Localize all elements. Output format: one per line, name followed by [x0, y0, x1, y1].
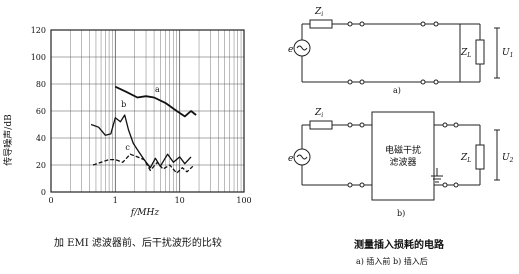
- terminal: [420, 21, 426, 27]
- noise-chart: 0 20 40 60 80 100 120 0 1 10 100 a b c 传导噪声/dB f/MH…: [2, 26, 252, 218]
- left-figure-caption: 加 EMI 滤波器前、后干扰波形的比较: [54, 238, 222, 249]
- series-labels: a b c: [121, 85, 160, 152]
- terminal: [347, 79, 353, 85]
- terminal: [420, 79, 426, 85]
- x-tick-labels: 0 1 10 100: [48, 196, 251, 205]
- circuit-before-insertion: [293, 19, 500, 85]
- y-tick-labels: 0 20 40 60 80 100 120: [31, 26, 46, 197]
- y-tick-label: 40: [36, 134, 46, 143]
- terminal: [347, 21, 353, 27]
- terminal: [347, 182, 353, 188]
- series-label-b: b: [121, 100, 126, 109]
- terminal: [442, 182, 448, 188]
- filter-label-line1: 电磁干扰: [385, 144, 421, 156]
- voltage-label-b: U2: [502, 153, 514, 164]
- voltage-label-a: U1: [502, 48, 513, 59]
- right-figure-subcaption: a) 插入前 b) 插入后: [356, 257, 428, 266]
- impedance-label-b: Zi: [314, 108, 323, 119]
- chart-grid: [51, 29, 244, 193]
- load-label-b: ZL: [460, 153, 471, 164]
- source-impedance-resistor: [309, 120, 333, 130]
- terminal: [359, 182, 365, 188]
- terminal: [359, 79, 365, 85]
- x-tick-label: 0: [48, 196, 53, 205]
- load-label-a: ZL: [460, 48, 471, 59]
- load-resistor: [475, 144, 485, 170]
- y-tick-label: 20: [36, 161, 46, 170]
- filter-label-line2: 滤波器: [389, 156, 416, 168]
- terminal: [359, 122, 365, 128]
- emi-filter-box: [371, 111, 435, 201]
- terminal: [453, 122, 459, 128]
- y-tick-label: 0: [41, 188, 46, 197]
- terminal: [442, 122, 448, 128]
- circuit-after-insertion: [293, 111, 500, 201]
- x-tick-label: 1: [113, 196, 118, 205]
- terminal: [359, 21, 365, 27]
- y-tick-label: 120: [31, 26, 46, 35]
- y-tick-label: 100: [31, 53, 46, 62]
- circuit-a-label: a): [393, 86, 401, 95]
- source-label-b: e: [288, 154, 293, 164]
- y-axis-label: 传导噪声/dB: [2, 114, 14, 166]
- right-figure-caption: 测量插入损耗的电路: [354, 240, 444, 251]
- ground-icon: [431, 168, 443, 183]
- series-line-c: [92, 153, 194, 174]
- series-label-a: a: [155, 85, 160, 94]
- series-line-b: [90, 114, 192, 169]
- terminal: [433, 79, 439, 85]
- chart-series: [90, 85, 197, 174]
- impedance-label-a: Zi: [314, 7, 323, 18]
- series-label-c: c: [125, 143, 130, 152]
- series-line-a: [114, 85, 197, 118]
- terminal: [433, 21, 439, 27]
- x-axis-label: f/MHz: [130, 208, 159, 218]
- plot-frame: [50, 29, 245, 193]
- y-tick-label: 60: [36, 107, 46, 116]
- circuit-b-label: b): [397, 209, 405, 218]
- source-label-a: e: [288, 45, 293, 55]
- terminal: [453, 182, 459, 188]
- x-tick-label: 10: [175, 196, 185, 205]
- terminal: [347, 122, 353, 128]
- load-resistor: [475, 39, 485, 65]
- x-tick-label: 100: [236, 196, 251, 205]
- source-impedance-resistor: [309, 19, 333, 29]
- y-tick-label: 80: [36, 80, 46, 89]
